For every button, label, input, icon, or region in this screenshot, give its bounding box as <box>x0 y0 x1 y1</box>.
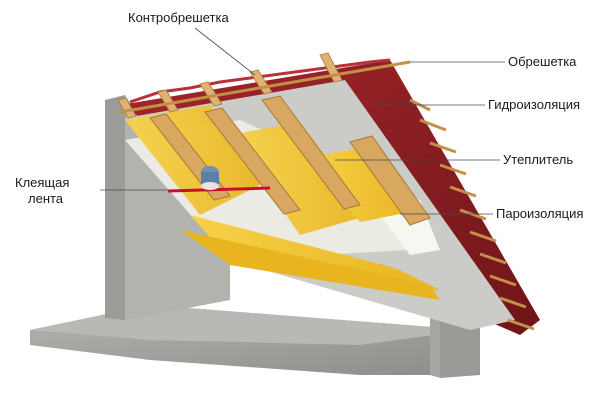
floor-slab <box>30 305 470 375</box>
label-adhesive-tape-line1: Клеящая <box>15 175 70 190</box>
vent-pipe <box>201 166 219 190</box>
leader-lines <box>100 27 505 215</box>
label-counter-batten: Контробрешетка <box>128 10 229 25</box>
label-adhesive-tape-line2: лента <box>28 191 64 206</box>
battens <box>119 60 535 331</box>
label-batten: Обрешетка <box>508 54 577 69</box>
label-vapor-barrier: Пароизоляция <box>496 206 584 221</box>
label-waterproofing: Гидроизоляция <box>488 97 581 112</box>
label-insulation: Утеплитель <box>503 152 574 167</box>
adhesive-tape <box>167 186 271 193</box>
